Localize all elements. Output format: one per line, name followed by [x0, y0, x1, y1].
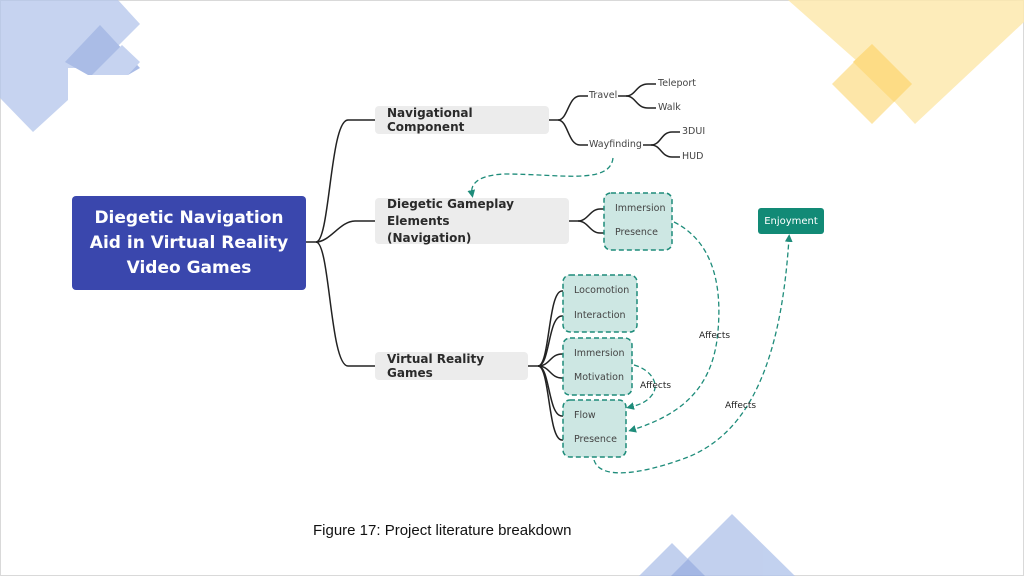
node-enjoyment[interactable]: Enjoyment — [758, 208, 824, 234]
connector-dge-presence — [577, 220, 613, 234]
node-vr-presence[interactable]: Presence — [574, 434, 617, 445]
relation-flow-to-enjoyment — [593, 234, 793, 474]
relation-dge-to-flow — [628, 221, 720, 433]
connector-immersion — [537, 353, 571, 367]
deco-blue-shape — [92, 45, 140, 75]
group-dge — [603, 192, 673, 251]
relation-label: Affects — [725, 401, 757, 411]
group-flow-presence — [562, 399, 627, 458]
node-virtual-reality-games[interactable]: Virtual Reality Games — [375, 352, 528, 380]
connector-teleport — [625, 83, 656, 97]
connector-vr — [315, 241, 375, 367]
connector-3dui — [650, 131, 680, 146]
group-immersion-motivation — [562, 337, 633, 396]
connector-interaction — [537, 315, 571, 367]
node-walk[interactable]: Walk — [658, 102, 681, 113]
top-left-decoration — [0, 0, 140, 132]
connector-travel — [557, 95, 588, 121]
deco-yellow-shape — [853, 44, 912, 102]
group-locomotion-interaction — [562, 274, 638, 333]
relation-label: Affects — [699, 331, 731, 341]
node-dge-presence[interactable]: Presence — [615, 227, 658, 238]
node-locomotion[interactable]: Locomotion — [574, 285, 630, 296]
node-navigational-component[interactable]: Navigational Component — [375, 106, 549, 134]
relation-motivation-to-flow — [626, 364, 656, 410]
figure-caption: Figure 17: Project literature breakdown — [313, 522, 572, 539]
connector-presence — [537, 365, 571, 441]
connector-dge-immersion — [577, 208, 613, 222]
node-vr-immersion[interactable]: Immersion — [574, 348, 625, 359]
relation-label: Affects — [640, 381, 672, 391]
bottom-decoration — [639, 514, 795, 576]
connector-hud — [650, 144, 680, 158]
deco-blue-shape — [671, 559, 705, 576]
relation-wayfinding-to-dge — [467, 157, 614, 198]
connector-locomotion — [537, 290, 571, 367]
connector-motivation — [537, 365, 571, 379]
connector-nav — [315, 119, 375, 243]
node-flow[interactable]: Flow — [574, 410, 596, 421]
node-wayfinding[interactable]: Wayfinding — [589, 139, 642, 150]
node-interaction[interactable]: Interaction — [574, 310, 626, 321]
node-dge-immersion[interactable]: Immersion — [615, 203, 666, 214]
deco-yellow-shape — [788, 0, 1024, 124]
connector-walk — [625, 95, 656, 109]
node-travel[interactable]: Travel — [589, 90, 618, 101]
root-node[interactable]: Diegetic Navigation Aid in Virtual Reali… — [72, 196, 306, 290]
connector-wayfinding — [557, 119, 588, 146]
connector-dge — [315, 220, 375, 243]
node-teleport[interactable]: Teleport — [658, 78, 696, 89]
node-diegetic-gameplay-elements[interactable]: Diegetic Gameplay Elements (Navigation) — [375, 197, 569, 245]
deco-blue-shape — [670, 514, 795, 576]
node-motivation[interactable]: Motivation — [574, 372, 625, 383]
node-hud[interactable]: HUD — [682, 151, 704, 162]
top-right-decoration — [788, 0, 1024, 124]
node-3dui[interactable]: 3DUI — [682, 126, 706, 137]
